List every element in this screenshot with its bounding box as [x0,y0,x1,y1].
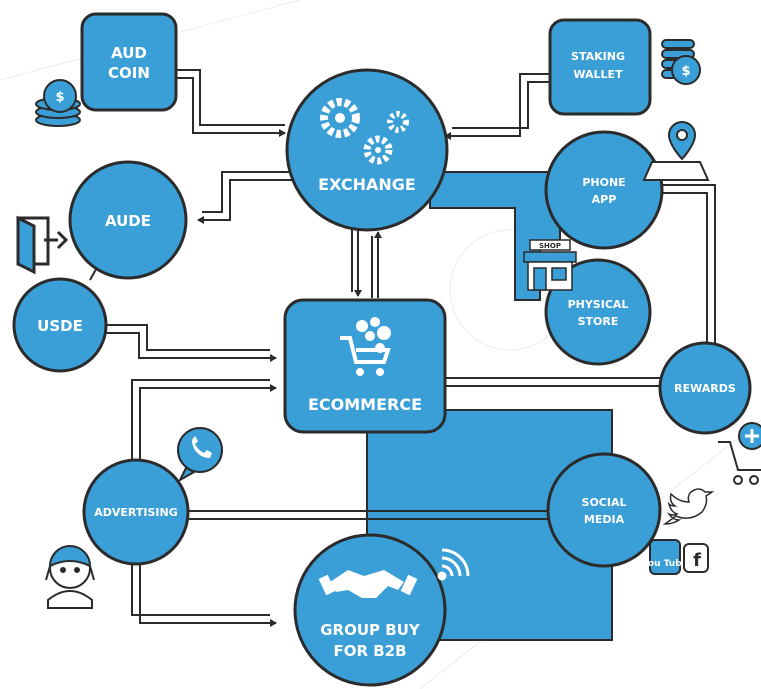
node-aude: AUDE [68,160,188,280]
staking-wallet-line1: STAKING [571,50,625,63]
aud-coin-line2: COIN [108,64,150,82]
physical-store-line2: STORE [578,315,619,328]
connector-audcoin-exchange-inner [175,77,286,137]
shop-icon: SHOP [523,239,577,291]
gears-icon [320,98,409,165]
node-aud-coin: AUD COIN [80,12,178,112]
shopping-cart-icon [340,317,391,376]
phone-app-line1: PHONE [582,176,625,189]
connector-usde-ecommerce-inner [102,332,277,362]
social-media-line2: MEDIA [584,513,625,526]
svg-text:$: $ [681,64,690,79]
node-social-media: SOCIAL MEDIA [546,452,662,568]
connectors [89,69,716,627]
node-usde: USDE [12,277,108,373]
phone-app-line2: APP [592,193,617,206]
shop-sign: SHOP [539,242,561,250]
svg-text:$: $ [55,90,64,105]
usde-label: USDE [37,317,83,335]
rewards-label: REWARDS [674,382,736,395]
node-staking-wallet: STAKING WALLET [548,18,652,116]
coin-stack-icon: $ [35,79,81,127]
connector-advertising-groupbuy-inner [139,560,277,627]
staking-wallet-line2: WALLET [573,68,623,81]
advertising-label: ADVERTISING [94,506,178,519]
connector-phone-rewards [660,184,716,345]
node-rewards: REWARDS [658,341,752,435]
connector-audcoin-exchange [175,69,285,126]
connector-staking-exchange [452,81,550,129]
connector-usde-ecommerce [102,324,270,351]
node-ecommerce: ECOMMERCE [283,298,447,434]
aud-coin-line1: AUD [111,44,147,62]
coin-stack-dollar-icon: $ [661,39,701,85]
connector-staking-exchange-inner [444,73,550,140]
handshake-icon [318,570,418,598]
connector-advertising-ecommerce [131,379,270,462]
exchange-label: EXCHANGE [318,175,416,194]
aude-label: AUDE [105,212,151,230]
facebook-text: f [693,550,701,571]
connector-exchange-aude [202,171,298,213]
node-phone-app: PHONE APP [544,130,664,250]
cart-plus-icon [718,422,761,485]
wifi-icon [437,548,470,581]
location-pin-icon [642,120,710,181]
connector-phone-rewards-inner [660,192,708,345]
support-person-icon [45,545,95,609]
connector-exchange-aude-inner [197,179,298,224]
group-buy-line1: GROUP BUY [320,621,421,639]
group-buy-line2: FOR B2B [333,642,406,660]
youtube-text: You Tube [641,559,688,569]
node-group-buy: GROUP BUY FOR B2B [293,533,447,687]
youtube-icon: You Tube [641,539,688,575]
physical-store-line1: PHYSICAL [568,298,629,311]
exit-door-icon [16,215,69,275]
connector-advertising-ecommerce-inner [139,384,277,462]
connector-advertising-groupbuy [131,560,270,616]
ecommerce-label: ECOMMERCE [308,395,422,414]
node-advertising: ADVERTISING [82,458,190,566]
phone-bubble-icon [177,427,223,483]
twitter-icon [662,488,715,525]
facebook-icon: f [683,543,709,573]
node-exchange: EXCHANGE [285,68,449,232]
social-media-line1: SOCIAL [582,496,627,509]
